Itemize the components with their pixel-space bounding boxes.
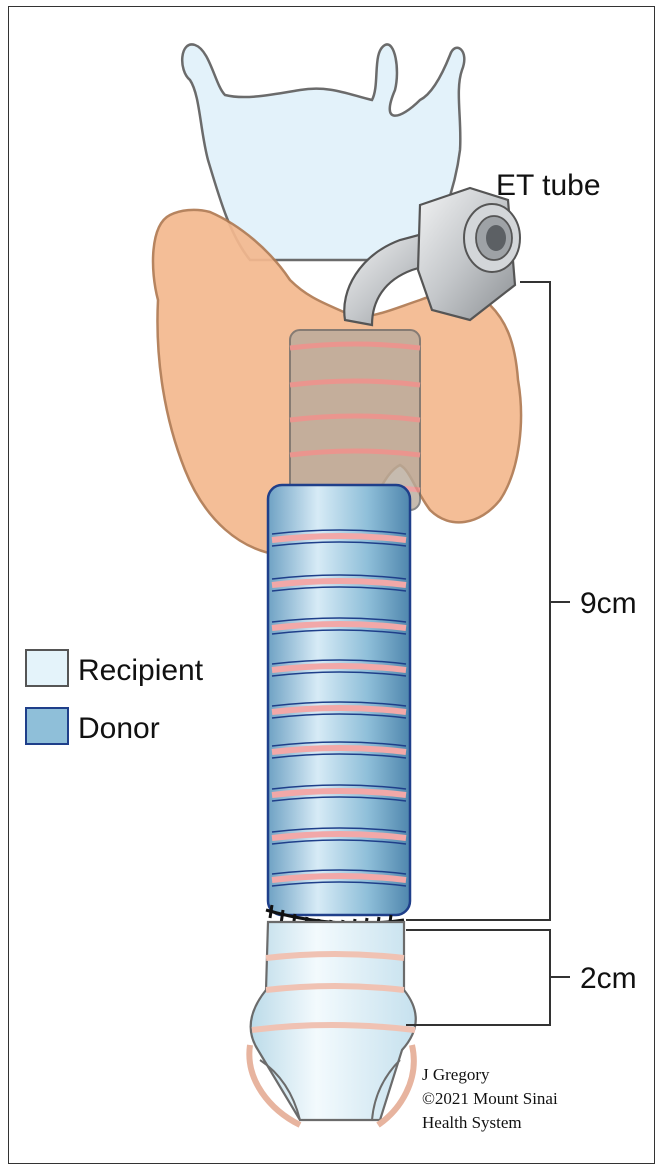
legend-item-recipient: Recipient xyxy=(26,650,204,687)
legend-label-donor: Donor xyxy=(78,712,160,745)
credit-line-2: ©2021 Mount Sinai xyxy=(422,1089,558,1108)
credit-line-1: J Gregory xyxy=(422,1065,490,1084)
et-tube-label: ET tube xyxy=(496,169,601,202)
recipient-length-bracket xyxy=(406,930,570,1025)
legend-swatch-recipient xyxy=(26,650,68,686)
upper-trachea xyxy=(290,330,420,510)
donor-length-label: 9cm xyxy=(580,587,637,620)
legend: Recipient Donor xyxy=(26,650,204,745)
legend-item-donor: Donor xyxy=(26,708,160,745)
legend-swatch-donor xyxy=(26,708,68,744)
credit-block: J Gregory ©2021 Mount Sinai Health Syste… xyxy=(422,1065,558,1132)
credit-line-3: Health System xyxy=(422,1113,522,1132)
recipient-length-label: 2cm xyxy=(580,962,637,995)
recipient-distal-trachea xyxy=(249,922,415,1125)
donor-trachea xyxy=(268,485,410,915)
legend-label-recipient: Recipient xyxy=(78,654,204,687)
